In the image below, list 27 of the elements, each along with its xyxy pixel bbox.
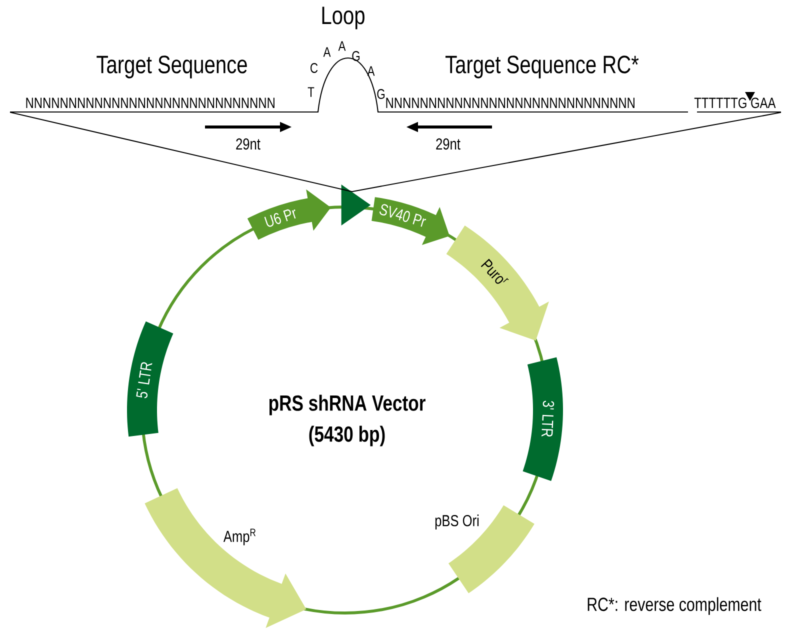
loop-letter: C (310, 63, 318, 73)
sequence-text: NNNNNNNNNNNNNNNNNNNNNNNNNNNNN (26, 98, 274, 108)
heading: Target Sequence (96, 56, 247, 78)
promoter-segment: SV40 Pr (372, 197, 450, 246)
vector-size: (5430 bp) (309, 426, 385, 446)
sequence-text: TTTTTTG GAA (694, 98, 776, 108)
ltr-block: 3' LTR (522, 357, 563, 481)
origin-block: pBS Ori (435, 505, 534, 594)
heading: Loop (322, 6, 364, 30)
loop-letter: T (308, 87, 314, 97)
heading: Target Sequence RC* (445, 56, 639, 78)
insert-marker (341, 184, 371, 226)
ltr-block: 5' LTR (127, 321, 174, 437)
loop-letter: A (338, 41, 346, 51)
loop-letter: G (377, 89, 385, 99)
loop-letter: A (367, 66, 375, 76)
sequence-text: NNNNNNNNNNNNNNNNNNNNNNNNNNNNN (386, 98, 634, 108)
length-label: 29nt (236, 138, 260, 150)
expansion-line (10, 112, 352, 192)
length-label: 29nt (436, 138, 460, 150)
vector-name: pRS shRNA Vector (269, 394, 426, 416)
expansion-line (352, 112, 782, 192)
gene-segment: Puro$^{r}$ (446, 226, 549, 341)
promoter-segment: U6 Pr (247, 189, 331, 240)
loop-letter: A (323, 47, 331, 57)
gene-segment: Amp$^{R}$ (144, 488, 306, 628)
footnote: RC*: reverse complement (588, 597, 762, 615)
